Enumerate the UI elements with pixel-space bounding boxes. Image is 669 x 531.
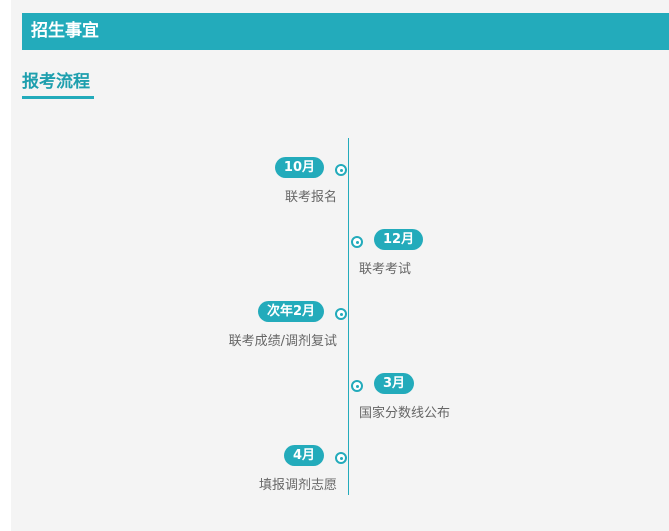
timeline-dot-icon: [335, 452, 347, 464]
timeline-dot-icon: [335, 164, 347, 176]
timeline-dot-icon: [335, 308, 347, 320]
timeline-event-label: 联考成绩/调剂复试: [228, 334, 337, 349]
section-title-underline: [22, 96, 94, 99]
section-header-bar: 招生事宜: [22, 13, 669, 50]
timeline-event-label: 联考考试: [359, 262, 412, 277]
timeline-axis: [348, 138, 349, 495]
timeline-date-badge: 3月: [374, 373, 415, 394]
section-title: 报考流程: [22, 72, 90, 92]
timeline-dot-icon: [351, 236, 363, 248]
timeline-event-label: 国家分数线公布: [359, 406, 451, 421]
timeline-date-badge: 4月: [283, 445, 324, 466]
header-title: 招生事宜: [31, 21, 99, 41]
timeline-event-label: 填报调剂志愿: [258, 478, 337, 493]
timeline-dot-icon: [351, 380, 363, 392]
content-panel: [11, 0, 669, 531]
timeline-date-badge: 12月: [374, 229, 424, 250]
timeline-event-label: 联考报名: [284, 190, 337, 205]
timeline-date-badge: 次年2月: [257, 301, 324, 322]
timeline-date-badge: 10月: [274, 157, 324, 178]
